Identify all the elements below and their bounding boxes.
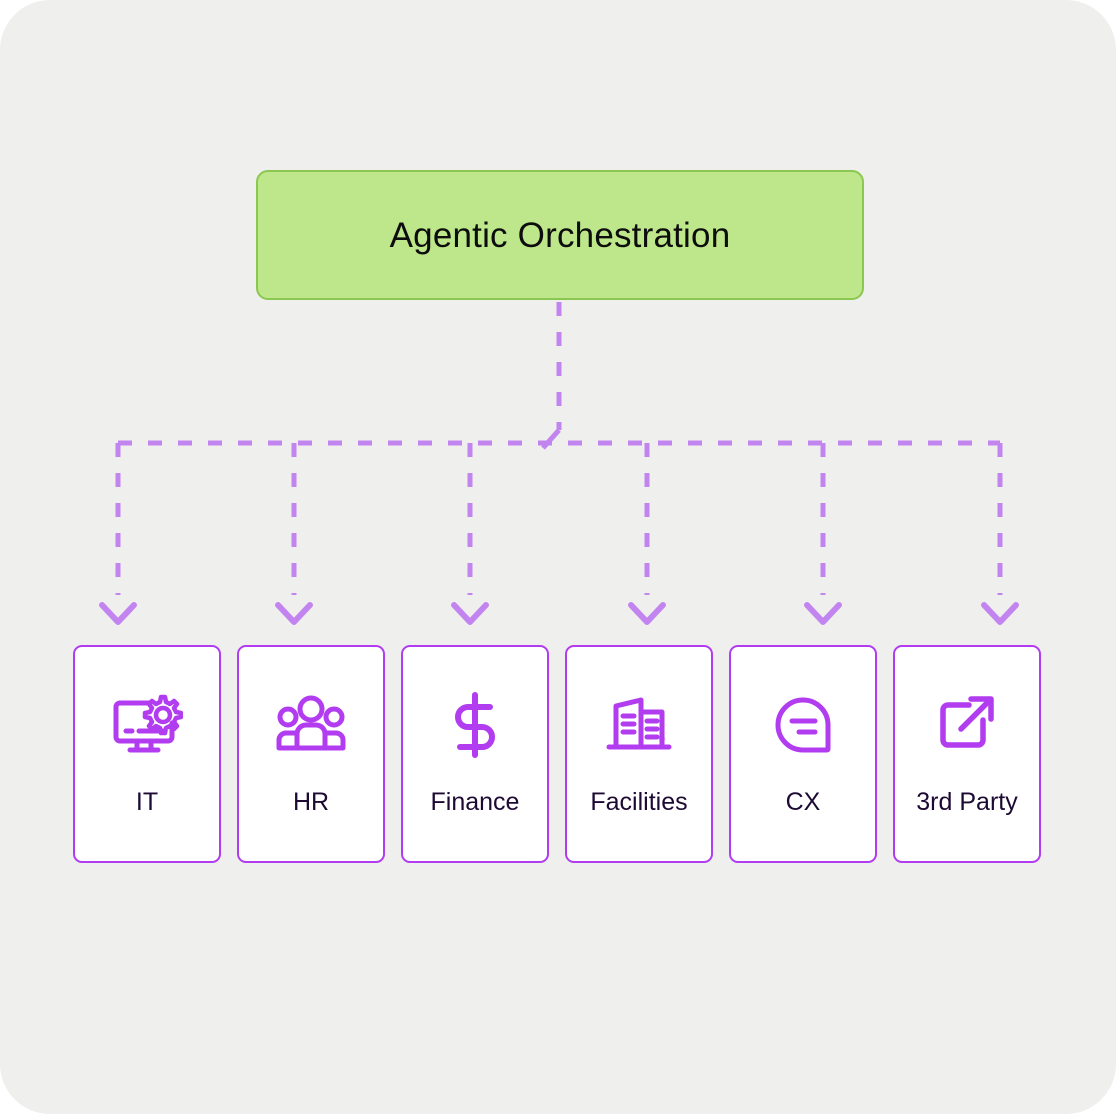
card-label-thirdparty: 3rd Party [916,788,1018,816]
arrowhead-finance [451,602,489,625]
arrowhead-hr [275,602,313,625]
card-label-cx: CX [785,788,821,816]
card-thirdparty[interactable]: 3rd Party [893,645,1041,863]
card-cx[interactable]: CX [729,645,877,863]
external-link-icon [895,689,1039,761]
card-facilities[interactable]: Facilities [565,645,713,863]
card-label-it: IT [135,788,159,816]
arrowhead-facilities [628,602,666,625]
card-finance[interactable]: Finance [401,645,549,863]
dollar-sign-icon [403,689,547,761]
root-node-label: Agentic Orchestration [389,215,731,255]
arrowhead-cx [804,602,842,625]
arrowhead-it [99,602,137,625]
arrowhead-thirdparty [981,602,1019,625]
trunk-junction [541,426,577,450]
card-label-hr: HR [292,788,330,816]
monitor-gear-icon [75,689,219,761]
child-cards-row: IT HR [73,645,1045,863]
buildings-icon [567,689,711,761]
people-group-icon [239,689,383,761]
chat-bubble-icon [731,689,875,761]
card-label-finance: Finance [430,788,520,816]
card-hr[interactable]: HR [237,645,385,863]
card-label-facilities: Facilities [590,788,688,816]
card-it[interactable]: IT [73,645,221,863]
root-node-agentic-orchestration[interactable]: Agentic Orchestration [256,170,864,300]
